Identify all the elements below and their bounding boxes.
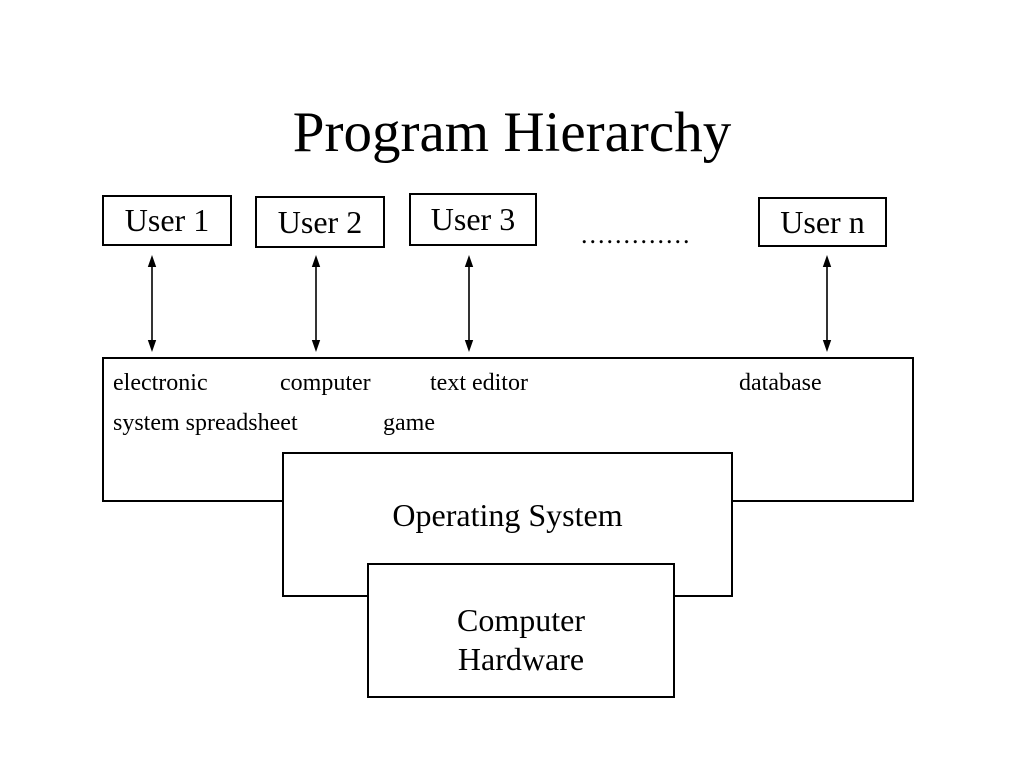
user-3-box: User 3 xyxy=(409,193,537,246)
app-label-game: game xyxy=(383,410,435,436)
double-arrow-icon-user-2 xyxy=(311,255,321,352)
user-n-box: User n xyxy=(758,197,887,247)
app-label-computer: computer xyxy=(280,370,371,396)
user-2-box: User 2 xyxy=(255,196,385,248)
double-arrow-icon-user-3 xyxy=(464,255,474,352)
user-3-label: User 3 xyxy=(430,201,516,237)
double-arrow-icon-user-n xyxy=(822,255,832,352)
user-1-box: User 1 xyxy=(102,195,232,246)
app-label-electronic: electronic xyxy=(113,370,208,396)
page-title: Program Hierarchy xyxy=(292,101,732,164)
double-arrow-icon-user-1 xyxy=(147,255,157,352)
app-label-text-editor: text editor xyxy=(430,370,528,396)
user-1-label: User 1 xyxy=(124,202,210,238)
app-label-database: database xyxy=(739,370,822,396)
ellipsis-dots: ............. xyxy=(581,220,692,249)
computer-hardware-label: Computer Hardware xyxy=(457,602,585,677)
user-2-label: User 2 xyxy=(277,204,363,240)
computer-hardware-box: Computer Hardware xyxy=(367,563,675,698)
app-label-system-spreadsheet: system spreadsheet xyxy=(113,410,298,436)
user-n-label: User n xyxy=(780,204,865,240)
operating-system-label: Operating System xyxy=(392,497,623,533)
